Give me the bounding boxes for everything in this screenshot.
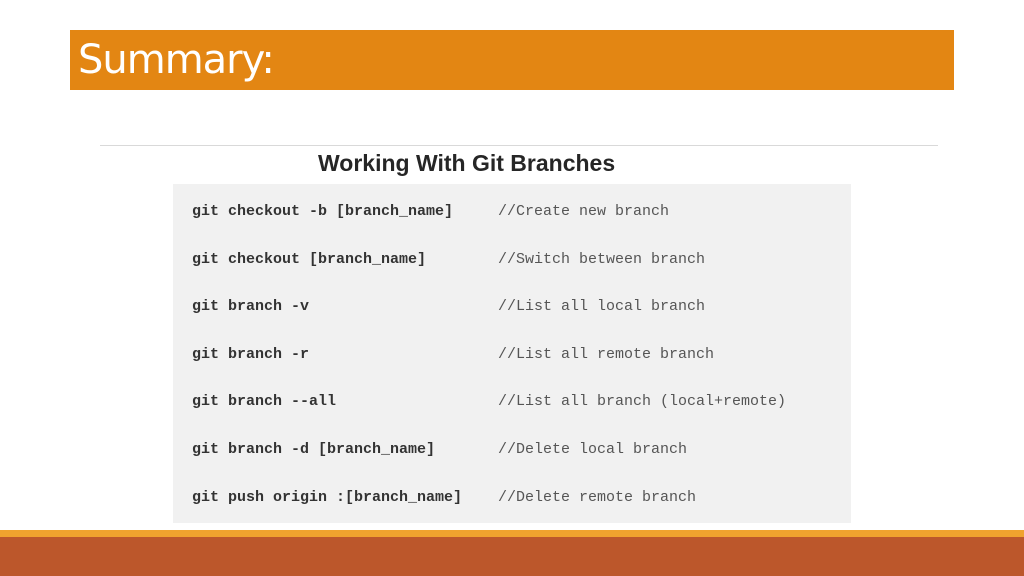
code-row: git branch -d [branch_name] //Delete loc…: [192, 439, 687, 459]
git-command: git checkout -b [branch_name]: [192, 202, 454, 220]
command-comment: //Create new branch: [498, 202, 670, 220]
code-row: git branch --all //List all branch (loca…: [192, 391, 786, 411]
footer-accent-line: [0, 530, 1024, 537]
git-command: git branch -d [branch_name]: [192, 440, 436, 458]
git-command: git branch --all: [192, 392, 337, 410]
git-command: git checkout [branch_name]: [192, 250, 427, 268]
command-comment: //List all remote branch: [498, 345, 715, 363]
divider: [100, 145, 938, 146]
code-row: git checkout -b [branch_name] //Create n…: [192, 201, 669, 221]
git-command: git branch -r: [192, 345, 310, 363]
command-comment: //Switch between branch: [498, 250, 706, 268]
code-row: git branch -r //List all remote branch: [192, 344, 714, 364]
command-comment: //List all branch (local+remote): [498, 392, 787, 410]
command-comment: //Delete local branch: [498, 440, 688, 458]
footer-band: [0, 537, 1024, 576]
command-comment: //List all local branch: [498, 297, 706, 315]
section-heading: Working With Git Branches: [318, 150, 616, 176]
code-block: git checkout -b [branch_name] //Create n…: [173, 184, 851, 523]
git-command: git push origin :[branch_name]: [192, 488, 463, 506]
code-row: git checkout [branch_name] //Switch betw…: [192, 249, 705, 269]
code-row: git branch -v //List all local branch: [192, 296, 705, 316]
git-command: git branch -v: [192, 297, 310, 315]
command-comment: //Delete remote branch: [498, 488, 697, 506]
code-row: git push origin :[branch_name] //Delete …: [192, 487, 696, 507]
title-bar: Summary:: [70, 30, 954, 90]
slide-title: Summary:: [78, 37, 275, 83]
